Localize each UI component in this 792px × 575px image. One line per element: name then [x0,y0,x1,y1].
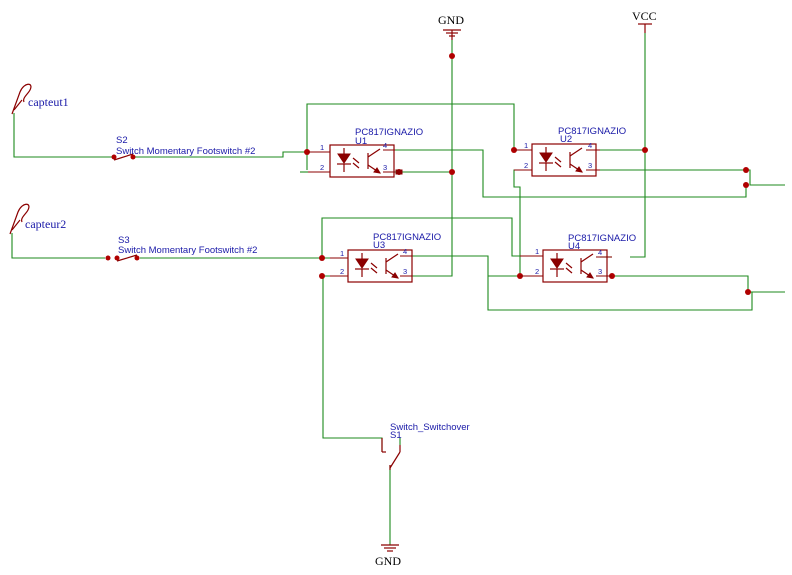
pin-3: 3 [598,267,602,276]
pin-3: 3 [403,267,407,276]
switch-ref: S1 [390,430,402,441]
junction-dot [304,149,310,155]
junction-dot [449,53,455,59]
switch-s2: S2 Switch Momentary Footswitch #2 [111,135,255,161]
switch-ref: S3 [118,235,130,246]
pin-3: 3 [588,161,592,170]
pin-3: 3 [383,163,387,172]
pin-2: 2 [340,267,344,276]
opto-ref: U2 [560,134,572,145]
junction-dot [319,273,325,279]
switch-s3: S3 Switch Momentary Footswitch #2 [105,235,257,262]
pin-4: 4 [403,247,407,256]
opto-value: PC817IGNAZIO [355,127,423,138]
switch-value: Switch_Switchover [390,422,470,433]
junctions [304,53,751,295]
opto-value: PC817IGNAZIO [558,126,626,137]
opto-ref: U3 [373,240,385,251]
gnd-top-symbol: GND [438,13,464,40]
pin-4: 4 [588,141,592,150]
opto-ref: U4 [568,241,580,252]
pin-1: 1 [535,247,539,256]
junction-dot [319,255,325,261]
pin-1: 1 [524,141,528,150]
switch-s1: Switch_Switchover S1 [381,422,470,470]
vcc-label: VCC [632,9,657,23]
opto-value: PC817IGNAZIO [568,233,636,244]
pin-1: 1 [340,249,344,258]
sensor-label: capteut1 [28,95,69,109]
optocoupler-u1: PC817IGNAZIO U1 1 2 4 3 [308,127,423,178]
junction-dot [743,182,749,188]
opto-ref: U1 [355,136,367,147]
sensor-label: capteur2 [25,217,66,231]
pin-2: 2 [535,267,539,276]
gnd-bottom-label: GND [375,554,401,568]
pin-2: 2 [320,163,324,172]
pin-4: 4 [598,248,602,257]
junction-dot [642,147,648,153]
pin-1: 1 [320,143,324,152]
sensor-capteur2: capteur2 [9,203,66,235]
optocoupler-u2: PC817IGNAZIO U2 1 2 4 3 [514,126,626,177]
vcc-symbol: VCC [632,9,657,33]
pin-4: 4 [383,141,387,150]
junction-dot [745,289,751,295]
gnd-bottom-symbol: GND [375,544,401,568]
switch-value: Switch Momentary Footswitch #2 [116,146,255,157]
junction-dot [449,169,455,175]
sensor-capteut1: capteut1 [11,83,69,115]
opto-value: PC817IGNAZIO [373,232,441,243]
switch-value: Switch Momentary Footswitch #2 [118,245,257,256]
optocoupler-u3: PC817IGNAZIO U3 1 2 4 3 [330,232,441,283]
gnd-top-label: GND [438,13,464,27]
pin-2: 2 [524,161,528,170]
switch-ref: S2 [116,135,128,146]
optocoupler-u4: PC817IGNAZIO U4 1 2 4 3 [520,233,636,283]
junction-dot [743,167,749,173]
wires [11,33,785,545]
